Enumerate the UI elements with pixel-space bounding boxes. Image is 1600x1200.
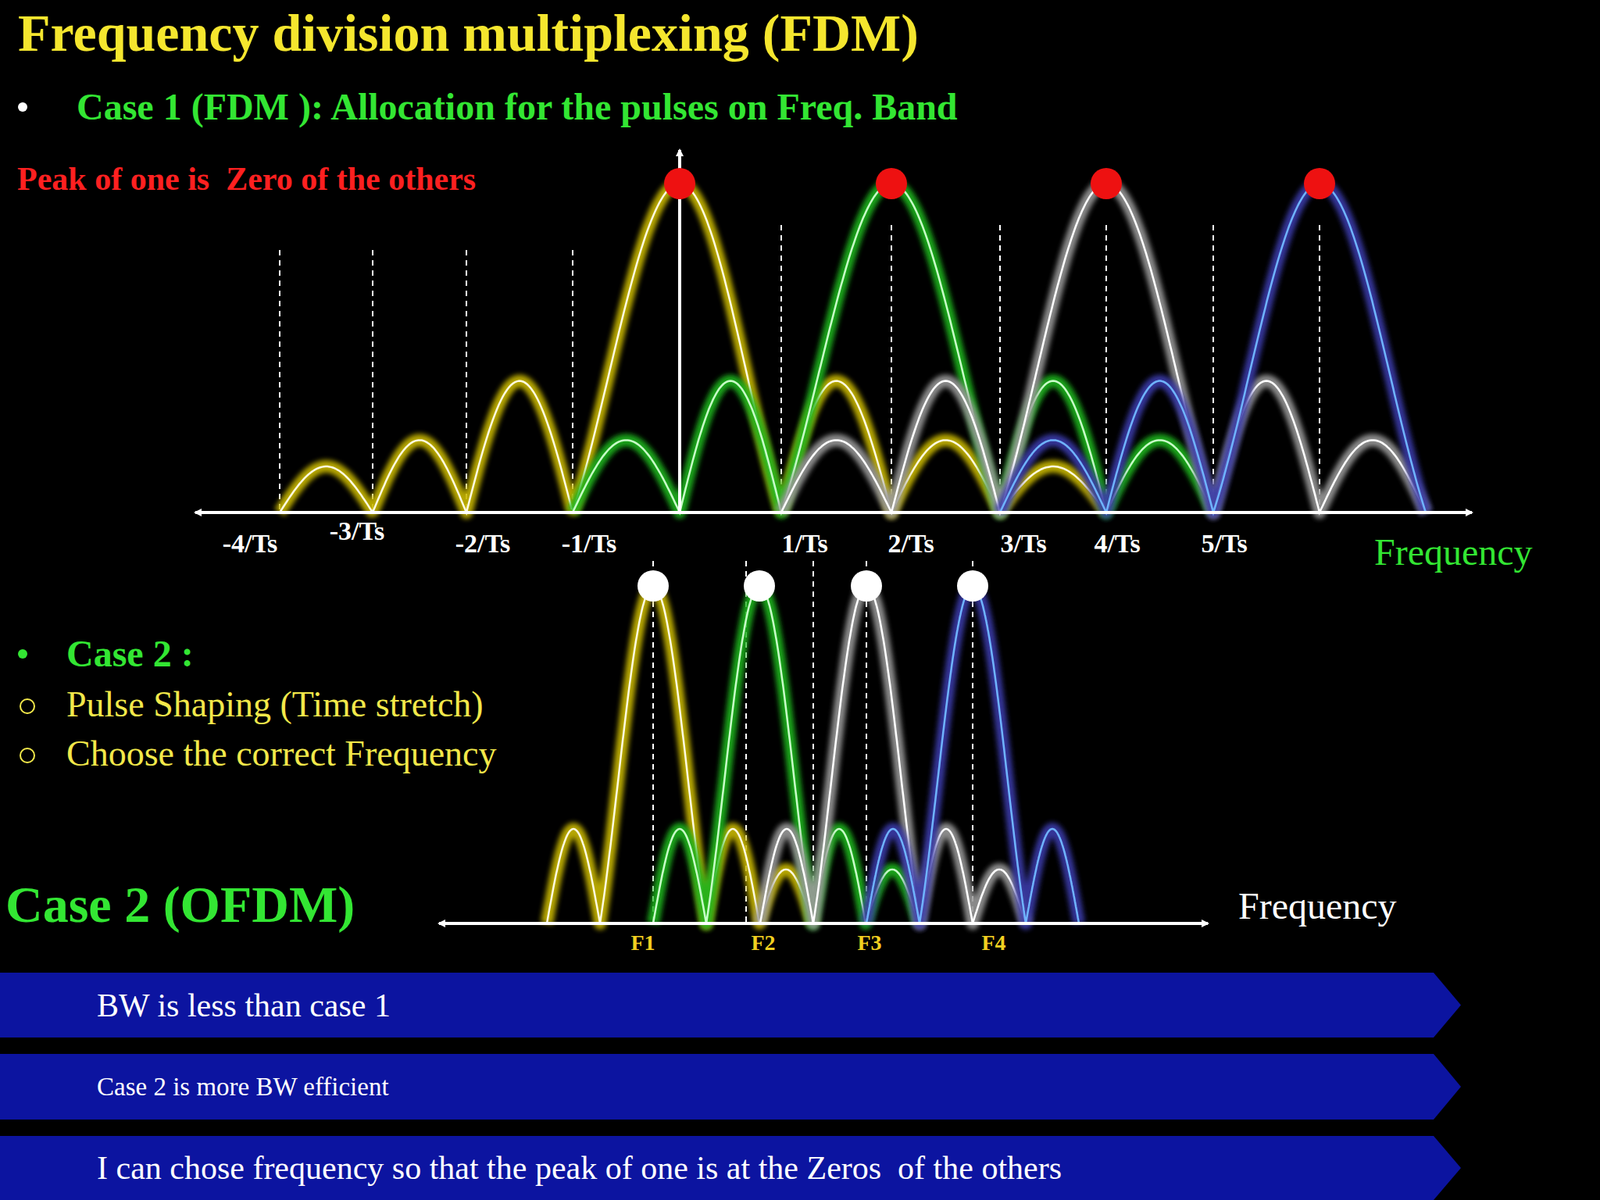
tick-label: -3/Ts <box>329 516 386 546</box>
sinc-curve <box>1000 183 1426 513</box>
band-text: BW is less than case 1 <box>96 986 391 1025</box>
sinc-curve <box>866 585 1079 924</box>
frequency-axis <box>439 921 1208 925</box>
curve-glow <box>1000 183 1426 513</box>
note-band: I can chose frequency so that the peak o… <box>0 1135 1461 1200</box>
case-heading: Case 2 : <box>66 633 194 675</box>
tick-label: -1/Ts <box>561 528 618 558</box>
bullet <box>17 102 28 112</box>
case-heading: Case 2 (OFDM) <box>5 876 355 934</box>
band-fill <box>0 972 1461 1038</box>
bullet <box>20 748 35 763</box>
band-text: Case 2 is more BW efficient <box>96 1072 390 1102</box>
sinc-spectra <box>279 183 1426 924</box>
band-text: I can chose frequency so that the peak o… <box>96 1149 1062 1187</box>
curve-glow <box>781 183 1426 513</box>
note: Peak of one is Zero of the others <box>17 160 476 197</box>
slide-title: Frequency division multiplexing (FDM) <box>17 3 919 63</box>
note-band: BW is less than case 1 <box>0 972 1461 1038</box>
frequency-label: F4 <box>981 931 1006 956</box>
frequency-axis <box>439 921 1208 925</box>
frequency-label: F3 <box>857 931 882 956</box>
case-heading: Case 1 (FDM ): Allocation for the pulses… <box>76 86 958 129</box>
frequency-label: F1 <box>630 931 655 956</box>
peak-dots <box>637 570 989 602</box>
sinc-curve <box>781 183 1426 513</box>
bullet <box>20 699 35 714</box>
tick-label: 2/Ts <box>887 528 934 558</box>
curve-glow <box>866 585 1079 924</box>
band-fill <box>0 1053 1461 1120</box>
tick-label: -4/Ts <box>222 528 279 558</box>
frequency-label: F2 <box>750 931 775 956</box>
tick-label: 5/Ts <box>1200 528 1247 558</box>
list-item: Pulse Shaping (Time stretch) <box>66 685 484 725</box>
frequency-axis <box>195 510 1472 515</box>
note-band: Case 2 is more BW efficient <box>0 1053 1461 1120</box>
bullet <box>17 649 28 659</box>
axis-label: Frequency <box>1238 885 1397 928</box>
tick-label: 4/Ts <box>1093 528 1140 558</box>
band-fill <box>0 1135 1461 1200</box>
peak-dots <box>664 167 1336 200</box>
frequency-axis <box>195 510 1472 515</box>
tick-label: 3/Ts <box>1000 528 1047 558</box>
axis-label: Frequency <box>1374 532 1533 574</box>
tick-label: 1/Ts <box>781 528 828 558</box>
list-item: Choose the correct Frequency <box>66 734 497 775</box>
tick-label: -2/Ts <box>455 528 511 558</box>
amplitude-axis <box>678 150 682 513</box>
